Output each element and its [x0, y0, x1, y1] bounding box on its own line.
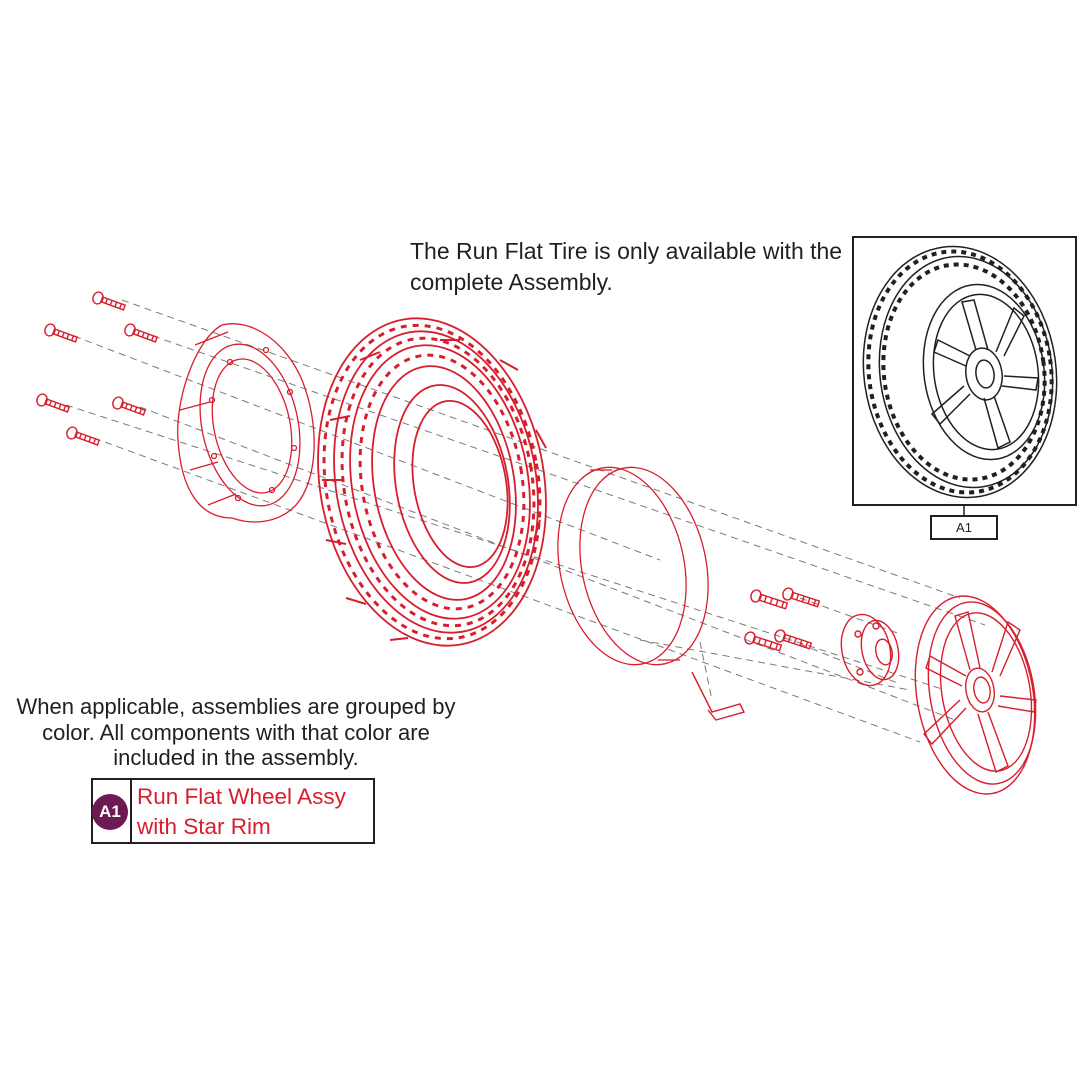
inner-rim-half [177, 323, 315, 523]
grouping-note: When applicable, assemblies are grouped … [16, 694, 456, 770]
valve-stem [691, 671, 746, 721]
assembly-legend: A1 Run Flat Wheel Assy with Star Rim [91, 778, 375, 844]
rim-bolts [744, 587, 821, 652]
run-flat-tire [317, 317, 547, 647]
hub-bolts [36, 291, 159, 446]
legend-label: Run Flat Wheel Assy with Star Rim [137, 784, 346, 839]
star-rim [914, 595, 1037, 795]
wheel-hub [840, 613, 900, 687]
inset-part-tag: A1 [930, 515, 998, 540]
legend-divider [130, 780, 132, 842]
availability-note: The Run Flat Tire is only available with… [410, 238, 843, 295]
complete-assembly-inset [852, 236, 1077, 506]
wheel-assembly-parts [36, 291, 1037, 795]
tire-liner-ring [557, 466, 709, 666]
legend-badge: A1 [92, 794, 128, 830]
explosion-guide-lines [65, 299, 986, 743]
